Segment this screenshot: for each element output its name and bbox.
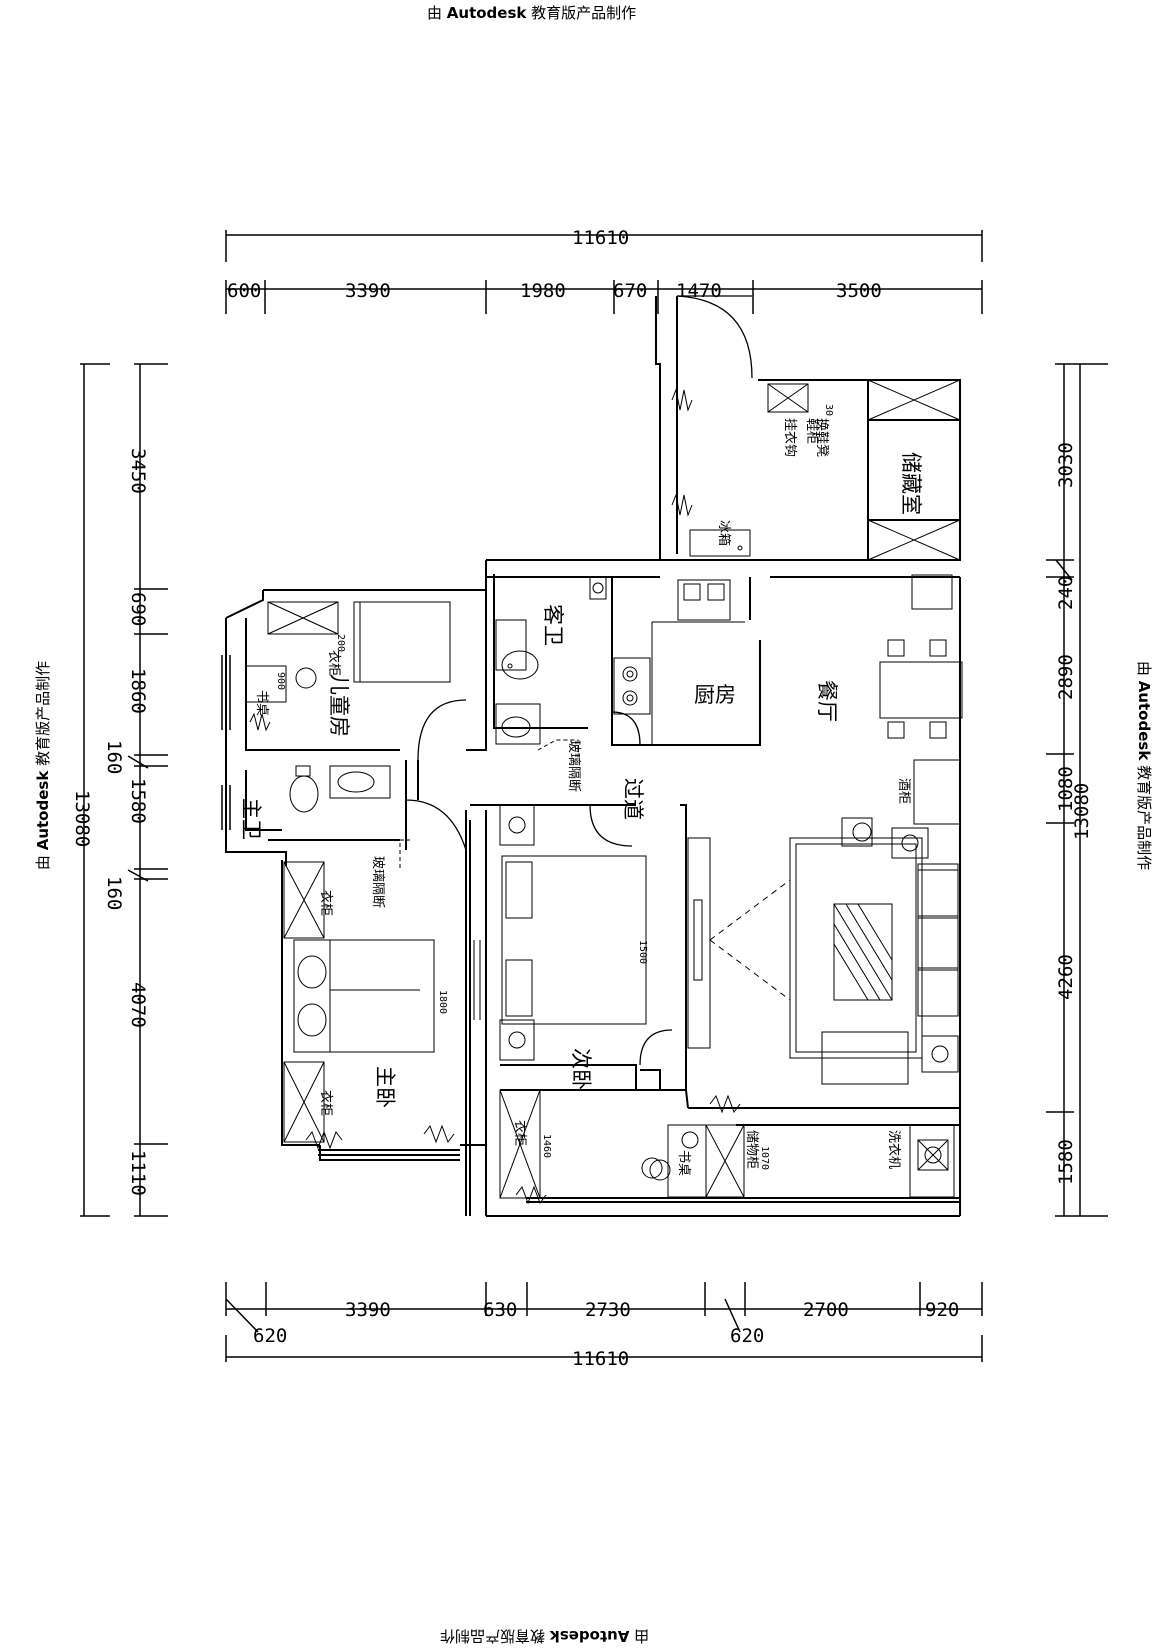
room-label-storage: 储藏室 (899, 452, 923, 515)
label-master-wardrobe-2: 衣柜 (318, 1090, 334, 1116)
label-storage-cabinet: 储物柜 (744, 1130, 759, 1169)
dim-top-1: 600 (227, 280, 261, 302)
dim-right-6: 1580 (1055, 1139, 1077, 1185)
dim-left-1: 3450 (127, 448, 149, 494)
dim-bottom-total: 11610 (572, 1348, 629, 1370)
label-child-desk: 书桌 (254, 690, 269, 716)
watermark-prefix: 由 (427, 4, 443, 22)
second-bedroom-storage (649, 1124, 745, 1198)
living-room-set (789, 817, 959, 1085)
dim-bottom-4: 2730 (585, 1299, 631, 1321)
label-shoe-bench: 换鞋凳 (814, 418, 830, 457)
dim-bottom-2: 3390 (345, 1299, 391, 1321)
dim-right-4: 1080 (1055, 766, 1077, 812)
tv-cabinet (687, 837, 791, 1049)
dim-right-2: 240 (1055, 576, 1077, 610)
bottom-dimension-chain: 620 3390 630 2730 620 2700 920 11610 (225, 1282, 983, 1370)
watermark-suffix: 教育版产品制作 (531, 4, 637, 22)
right-dimension-chain: 13080 3030 240 2890 1080 4260 1580 (1046, 363, 1108, 1217)
storage-room-shelves (867, 379, 961, 561)
guest-bath-fixtures (495, 576, 607, 745)
master-bath-fixtures (289, 765, 391, 813)
room-label-second-bedroom: 次卧 (569, 1048, 593, 1090)
dim-bottom-5: 620 (730, 1325, 764, 1347)
label-washer: 洗衣机 (886, 1130, 902, 1169)
label-master-wardrobe-1: 衣柜 (318, 890, 334, 916)
dim-left-total: 13080 (71, 790, 93, 847)
room-label-children: 儿童房 (327, 674, 351, 737)
room-label-guest-bath: 客卫 (541, 604, 565, 646)
dim-child-wardrobe: 200 (335, 634, 346, 652)
label-second-desk: 书桌 (676, 1150, 691, 1176)
room-label-master-bath: 主卫 (239, 798, 263, 840)
dim-storage-cabinet: 1070 (759, 1146, 770, 1170)
dim-right-3: 2890 (1055, 654, 1077, 700)
top-dimension-chain: 11610 600 3390 1980 670 1470 3500 (225, 227, 983, 314)
dim-left-2: 690 (127, 592, 149, 626)
entry-cabinets (689, 383, 809, 557)
dim-left-5: 1580 (127, 778, 149, 824)
dim-top-3: 1980 (520, 280, 566, 302)
label-partition-guest: 玻璃隔断 (566, 740, 581, 792)
laundry-corner (909, 759, 961, 1198)
window-child-room (221, 655, 231, 830)
dim-right-5: 4260 (1055, 954, 1077, 1000)
dim-second-wardrobe: 1460 (541, 1134, 552, 1158)
dim-top-2: 3390 (345, 280, 391, 302)
label-child-wardrobe: 衣柜 (326, 650, 342, 676)
room-label-dining: 餐厅 (815, 680, 839, 722)
dim-cab-30: 30 (823, 404, 834, 416)
dim-bottom-3: 630 (483, 1299, 517, 1321)
room-label-master-bedroom: 主卧 (373, 1066, 397, 1108)
dim-top-total: 11610 (572, 227, 629, 249)
watermark-top: 由 Autodesk 教育版产品制作 (427, 2, 636, 23)
dim-bottom-6: 2700 (803, 1299, 849, 1321)
washer-icon (641, 1157, 663, 1179)
dim-right-total: 13080 (1071, 783, 1093, 840)
dim-right-1: 3030 (1055, 442, 1077, 488)
dim-bottom-7: 920 (925, 1299, 959, 1321)
exterior-walls (225, 296, 961, 1217)
left-dimension-chain: 13080 3450 690 1860 160 1580 160 4070 11… (71, 363, 168, 1217)
master-bedroom-furniture (283, 861, 481, 1143)
label-shoe-cabinet: 鞋柜 (804, 418, 820, 444)
dining-table (879, 639, 963, 739)
label-partition-master: 玻璃隔断 (370, 856, 385, 908)
room-label-kitchen: 厨房 (694, 683, 736, 707)
label-second-wardrobe: 衣柜 (512, 1120, 528, 1146)
dim-left-3: 1860 (127, 668, 149, 714)
dim-left-6: 160 (103, 876, 125, 910)
label-coat-hook: 挂衣钩 (782, 418, 798, 457)
doors (405, 295, 753, 1066)
dim-second-bed: 1500 (637, 940, 648, 964)
watermark-brand: Autodesk (446, 4, 527, 22)
dim-top-4: 670 (613, 280, 647, 302)
dim-left-8: 1110 (127, 1150, 149, 1196)
kitchen-fixtures (613, 574, 953, 745)
second-bedroom-furniture (499, 804, 647, 1199)
room-label-corridor: 过道 (621, 778, 645, 820)
dim-master-bed: 1800 (437, 990, 448, 1014)
radiators (249, 388, 741, 1205)
label-wine-cabinet: 酒柜 (896, 778, 911, 804)
label-fridge: 冰箱 (716, 520, 732, 546)
children-room-furniture (245, 601, 451, 703)
dim-left-7: 4070 (127, 982, 149, 1028)
dim-child-desk: 900 (275, 672, 286, 690)
dim-top-6: 3500 (836, 280, 882, 302)
glass-partitions (399, 739, 579, 868)
dim-bottom-1: 620 (253, 1325, 287, 1347)
dim-left-4: 160 (103, 740, 125, 774)
